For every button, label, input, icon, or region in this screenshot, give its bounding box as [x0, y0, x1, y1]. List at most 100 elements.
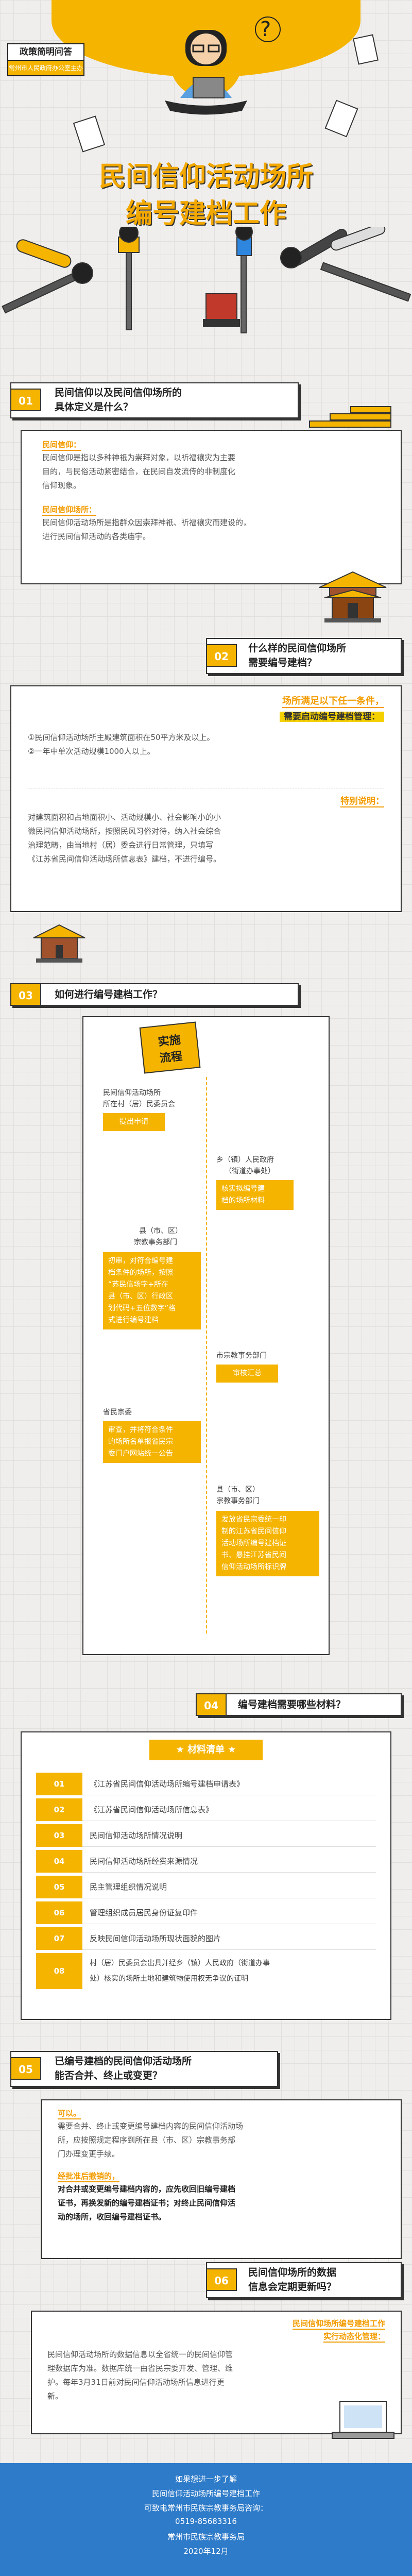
step1-label-2: 所在村（居）民委员会 [103, 1100, 175, 1108]
main-title-line2: 编号建档工作 [125, 198, 286, 229]
step3-box-3: “苏民信场字+所在 [108, 1281, 168, 1289]
step3-box-1: 初审，对符合编号建 [108, 1257, 173, 1265]
step4-label: 市宗教事务部门 [216, 1352, 267, 1360]
folk-belief-text-3: 信仰现象。 [42, 481, 81, 490]
section2-title-l2: 需要编号建档？ [248, 657, 317, 668]
step5-box: 审查，并将符合条件 的场所名单报省民宗 委门户网站统一公告 [103, 1421, 201, 1463]
material-text: 民间信仰活动场所经费来源情况 [90, 1857, 198, 1866]
material-num: 02 [36, 1798, 82, 1821]
section3-number: 03 [10, 983, 41, 1006]
change-text-2: 所，应按照规定程序到所在县（市、区）宗教事务部 [58, 2135, 236, 2145]
material-row: 01《江苏省民间信仰活动场所编号建档申请表》 [36, 1773, 376, 1795]
footer-bg [0, 2463, 412, 2576]
certificate-text-3: 动的场所，收回编号建档证书。 [58, 2212, 166, 2221]
section2-header [206, 638, 402, 674]
material-num: 06 [36, 1901, 82, 1924]
update-text-2: 理数据库为准。数据库统一由省民宗委开发、管理、维 [47, 2364, 233, 2373]
material-num: 08 [36, 1953, 82, 1989]
section3-title: 如何进行编号建档工作？ [55, 989, 163, 1000]
step2-label-1: 乡（镇）人民政府 [216, 1156, 274, 1164]
material-text: 民间信仰活动场所情况说明 [90, 1831, 183, 1840]
folk-belief-label: 民间信仰： [42, 439, 81, 451]
step3-label-2: 宗教事务部门 [134, 1238, 177, 1247]
step3-box-2: 档条件的场所，按照 [108, 1269, 173, 1277]
step3-box-6: 式进行编号建档 [108, 1316, 159, 1324]
stair-decoration [309, 392, 391, 428]
section2-title-l1: 什么样的民间信仰场所 [248, 643, 347, 654]
footer-phone: 0519-85683316 [175, 2517, 237, 2526]
folk-belief-text-1: 民间信仰是指以多种神祇为崇拜对象，以祈福禳灾为主要 [42, 453, 236, 462]
section2-number: 02 [206, 644, 237, 667]
step2-box-2: 档的场所材料 [221, 1197, 265, 1205]
section5-header [10, 2051, 278, 2087]
step1-label-1: 民间信仰活动场所 [103, 1089, 161, 1097]
section5-title-l2: 能否合并、终止或变更？ [55, 2070, 163, 2081]
step1-box: 提出申请 [103, 1113, 165, 1131]
section1-title-l1: 民间信仰以及民间信仰场所的 [55, 387, 182, 398]
step6-box-2: 制的江苏省民间信仰 [221, 1527, 286, 1536]
condition-item-2: ②一年中单次活动规模1000人以上。 [28, 747, 155, 756]
material-text: 《江苏省民间信仰活动场所信息表》 [90, 1805, 214, 1814]
microphone-icons [2, 227, 411, 333]
dynamic-label-2: 实行动态化管理： [323, 2331, 385, 2343]
policy-tag-title: 政策简明问答 [8, 44, 83, 61]
section5-number: 05 [10, 2057, 41, 2080]
footer-line-2: 民间信仰活动场所编号建档工作 [151, 2489, 260, 2498]
section4-header [196, 1693, 402, 1716]
step5-box-3: 委门户网站统一公告 [108, 1450, 173, 1458]
small-temple-icon [33, 924, 85, 963]
main-title-line1: 民间信仰活动场所 [98, 161, 313, 192]
material-text: 管理组织成员居民身份证复印件 [90, 1908, 198, 1917]
material-row: 08 村（居）民委员会出具并经乡（镇）人民政府（街道办事 处）核实的场所土地和建… [36, 1953, 376, 1989]
step5-box-1: 审查，并将符合条件 [108, 1426, 173, 1434]
section1-number: 01 [10, 389, 41, 411]
section4-title: 编号建档需要哪些材料？ [238, 1699, 346, 1710]
flow-badge: 实施 流程 [139, 1021, 201, 1074]
step6-box-4: 书、悬挂江苏省民间 [221, 1551, 286, 1559]
folk-venue-label: 民间信仰场所： [42, 504, 97, 516]
section2-card: 场所满足以下任一条件， 需要启动编号建档管理： ①民间信仰活动场所主殿建筑面积在… [10, 685, 402, 912]
update-text-4: 新。 [47, 2392, 63, 2401]
condition-title: 场所满足以下任一条件， [282, 694, 384, 708]
material-text: 民主管理组织情况说明 [90, 1882, 167, 1892]
update-text-1: 民间信仰活动场所的数据信息以全省统一的民间信仰管 [47, 2350, 233, 2359]
policy-tag-sub: 常州市人民政府办公室主办 [8, 61, 83, 75]
step6-label-2: 宗教事务部门 [216, 1497, 260, 1505]
folk-belief-text-2: 目的，与民俗活动紧密结合，在民间自发流传的非制度化 [42, 467, 236, 476]
change-text-3: 门办理变更手续。 [58, 2149, 120, 2159]
step6-box-1: 发放省民宗委统一印 [221, 1516, 286, 1524]
temple-icon [319, 571, 387, 622]
certificate-text-2: 证书，再换发新的编号建档证书；对终止民间信仰活 [58, 2198, 236, 2208]
laptop-icon [332, 2401, 394, 2439]
step5-box-2: 的场所名单报省民宗 [108, 1438, 173, 1446]
policy-tag: 政策简明问答 常州市人民政府办公室主办 [7, 43, 84, 76]
section1-header [10, 382, 299, 418]
material-num: 01 [36, 1773, 82, 1795]
material-row: 07 反映民间信仰活动场所现状面貌的图片 [36, 1927, 376, 1950]
step2-label-2: （街道办事处） [225, 1167, 275, 1175]
step4-box: 审核汇总 [216, 1365, 278, 1383]
step6-box-5: 信仰活动场所标识牌 [221, 1563, 286, 1571]
material-text-1: 村（居）民委员会出具并经乡（镇）人民政府（街道办事 [90, 1959, 270, 1967]
dynamic-label: 民间信仰场所编号建档工作 [292, 2318, 385, 2330]
special-note-text-1: 对建筑面积和占地面积小、活动规模小、社会影响小的小 [28, 813, 221, 822]
material-text: 反映民间信仰活动场所现状面貌的图片 [90, 1934, 221, 1943]
section4-card [21, 1731, 391, 2020]
material-row: 06 管理组织成员居民身份证复印件 [36, 1901, 376, 1924]
material-num: 07 [36, 1927, 82, 1950]
step5-label: 省民宗委 [103, 1408, 132, 1417]
material-num: 04 [36, 1850, 82, 1873]
step3-box-5: 划代码+五位数字”格 [108, 1304, 176, 1312]
step3-box: 初审，对符合编号建 档条件的场所，按照 “苏民信场字+所在 县（市、区）行政区 … [103, 1252, 201, 1329]
special-note-text-3: 治理范畴，由当地村（居）委会进行日常管理，只填写 [28, 840, 214, 850]
condition-item-1: ①民间信仰活动场所主殿建筑面积在50平方米及以上。 [28, 733, 215, 742]
section6-header [206, 2262, 402, 2298]
footer-org: 常州市民族宗教事务局 [167, 2532, 245, 2541]
section6-number: 06 [206, 2268, 237, 2291]
header-illustration: ? [52, 0, 360, 115]
step3-label-1: 县（市、区） [139, 1227, 182, 1235]
special-note-label: 特别说明： [340, 794, 384, 807]
step6-box: 发放省民宗委统一印 制的江苏省民间信仰 活动场所编号建档证 书、悬挂江苏省民间 … [216, 1511, 319, 1576]
special-note-text-4: 《江苏省民间信仰活动场所信息表》建档，不进行编号。 [28, 854, 221, 864]
